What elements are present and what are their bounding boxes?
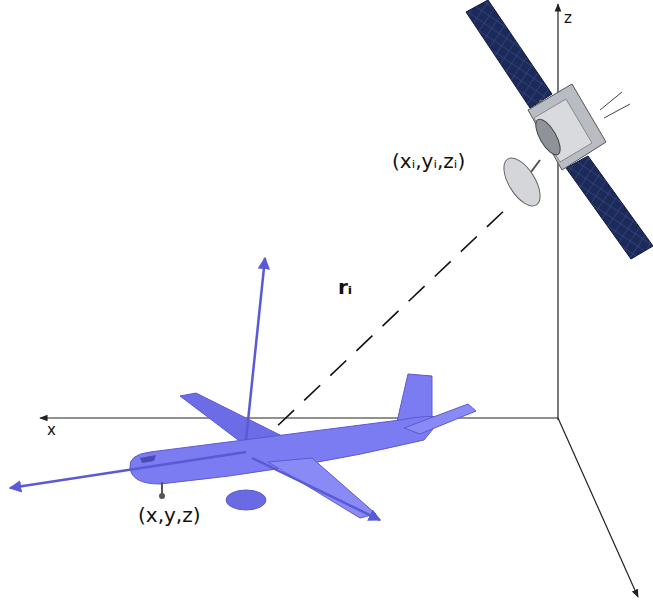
airplane (130, 374, 476, 518)
axis-label: x (47, 422, 56, 439)
axis-label: z (564, 10, 572, 27)
coordinate-label: (x,y,z) (138, 504, 201, 526)
satellite-body (528, 84, 606, 170)
solar-panel (566, 156, 653, 259)
y-axis (558, 418, 638, 597)
body-axes (10, 258, 380, 520)
z-axis (557, 4, 558, 420)
solar-panel (466, 0, 552, 108)
coordinate-label: (xᵢ,yᵢ,zᵢ) (392, 150, 465, 172)
range-line (252, 205, 510, 450)
x-axis (40, 417, 558, 418)
antenna-dish (497, 152, 548, 212)
vector-label: rᵢ (338, 276, 352, 298)
